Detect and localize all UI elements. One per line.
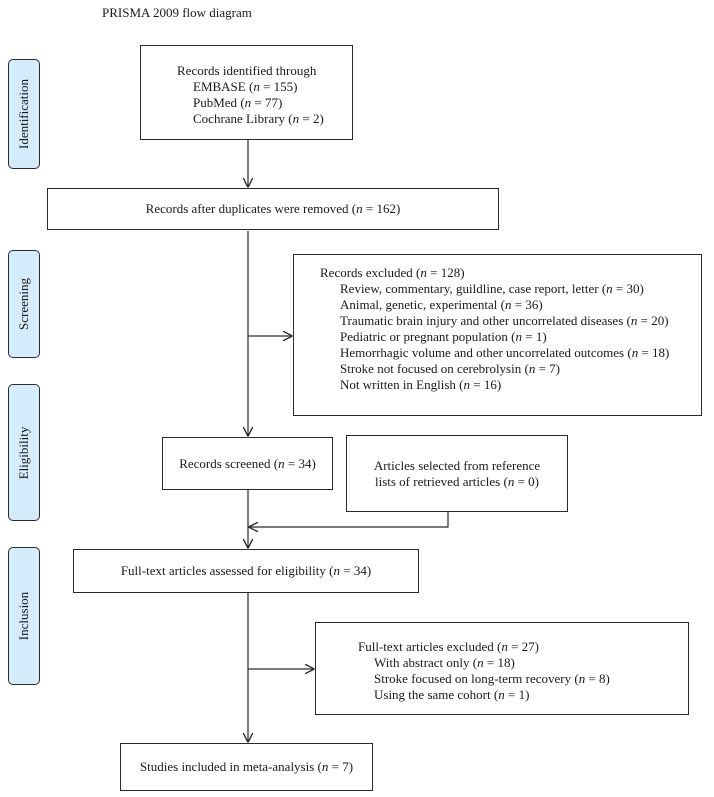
source-pubmed: PubMed (n = 77)	[193, 95, 283, 110]
fulltext-assessed-box: Full-text articles assessed for eligibil…	[73, 549, 419, 593]
fulltext-exclusion-reason: With abstract only (n = 18)	[374, 655, 515, 670]
stage-inclusion: Inclusion	[8, 547, 40, 685]
arrow-reference-lists-merge	[249, 512, 449, 527]
exclusion-reason: Traumatic brain injury and other uncorre…	[340, 313, 669, 328]
fulltext-exclusion-reason: Stroke focused on long-term recovery (n …	[374, 671, 610, 686]
stage-screening: Screening	[8, 250, 40, 358]
reference-lists-box: Articles selected from reference lists o…	[346, 435, 568, 512]
source-embase: EMBASE (n = 155)	[193, 79, 298, 94]
fulltext-exclusion-reason: Using the same cohort (n = 1)	[374, 687, 530, 702]
exclusion-reason: Stroke not focused on cerebrolysin (n = …	[340, 361, 561, 376]
studies-included-box: Studies included in meta-analysis (n = 7…	[120, 743, 373, 791]
stage-identification: Identification	[8, 59, 40, 169]
exclusion-reason: Hemorrhagic volume and other uncorrelate…	[340, 345, 670, 360]
records-identified-box: Records identified through EMBASE (n = 1…	[140, 45, 353, 140]
fulltext-excluded-box: Full-text articles excluded (n = 27) Wit…	[315, 622, 689, 715]
exclusion-reason: Pediatric or pregnant population (n = 1)	[340, 329, 547, 344]
exclusion-reason: Animal, genetic, experimental (n = 36)	[340, 297, 543, 312]
exclusion-reason: Not written in English (n = 16)	[340, 377, 502, 392]
source-cochrane: Cochrane Library (n = 2)	[193, 111, 324, 126]
stage-eligibility: Eligibility	[8, 384, 40, 521]
records-screened-box: Records screened (n = 34)	[162, 437, 333, 490]
records-after-duplicates-box: Records after duplicates were removed (n…	[47, 188, 499, 230]
records-excluded-box: Records excluded (n = 128) Review, comme…	[293, 254, 702, 416]
diagram-title: PRISMA 2009 flow diagram	[102, 5, 252, 20]
exclusion-reason: Review, commentary, guildline, case repo…	[340, 281, 644, 296]
